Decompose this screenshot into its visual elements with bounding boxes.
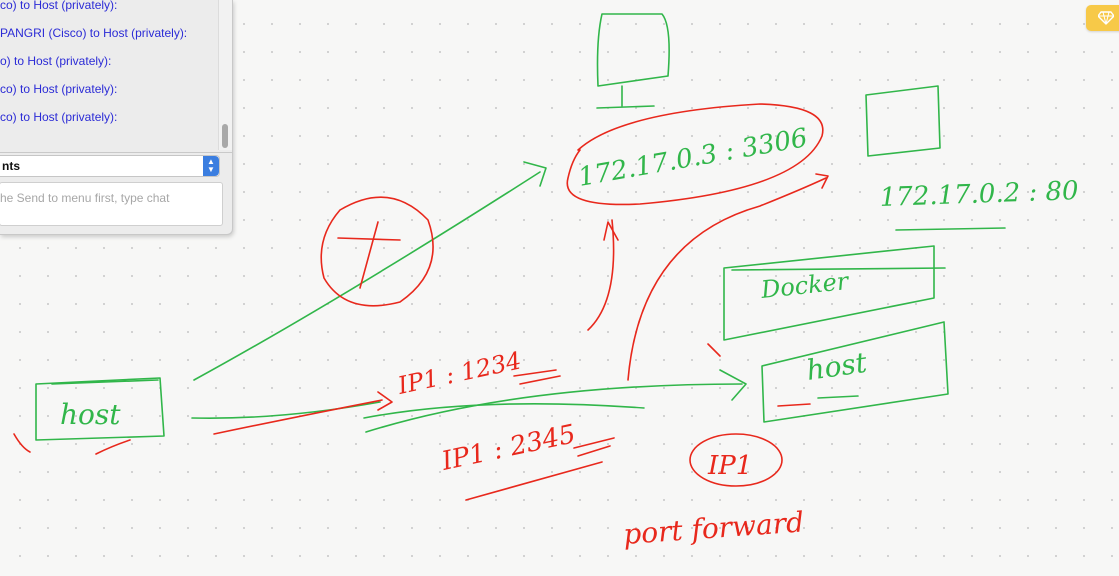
ip-top-ellipse <box>566 103 824 206</box>
port-forward-text: port forward <box>622 505 805 551</box>
divider <box>0 152 232 153</box>
chat-message-input[interactable]: he Send to menu first, type chat <box>0 182 223 226</box>
chat-scrollbar[interactable] <box>218 0 232 150</box>
right-box-sketch <box>865 85 941 157</box>
chat-message-list[interactable]: co) to Host (privately): PANGRI (Cisco) … <box>0 0 218 150</box>
host-right-label-text: host <box>804 346 869 387</box>
ip-right-underline <box>895 227 1006 231</box>
chat-message: PANGRI (Cisco) to Host (privately): <box>0 26 188 40</box>
chat-message: co) to Host (privately): <box>0 110 118 124</box>
arrow-host-to-ip-top <box>193 171 541 381</box>
blocked-circle <box>320 196 434 307</box>
host-left-label-text: host <box>60 398 121 431</box>
recipient-select[interactable]: nts ▲▼ <box>0 155 220 177</box>
recipient-label: nts <box>2 159 20 173</box>
host-right-box-sketch <box>761 321 949 423</box>
chat-message: co) to Host (privately): <box>0 0 118 12</box>
ip1-circle <box>689 433 783 487</box>
chat-message: o) to Host (privately): <box>0 54 112 68</box>
docker-label-text: Docker <box>759 267 851 304</box>
arrow-2345-to-ip-right <box>627 177 827 381</box>
gem-icon <box>1098 11 1114 25</box>
chevron-up-down-icon: ▲▼ <box>203 156 219 176</box>
chat-scrollbar-thumb[interactable] <box>222 124 228 148</box>
monitor-top-sketch <box>596 13 670 109</box>
arrow-host-to-port <box>191 401 381 419</box>
chat-panel: co) to Host (privately): PANGRI (Cisco) … <box>0 0 233 235</box>
ip-top-text: 172.17.0.3 : 3306 <box>576 123 810 193</box>
docker-box-sketch <box>723 245 935 341</box>
ip-2345-text: IP1 : 2345 <box>438 419 578 477</box>
arrow-1234-to-ip-top <box>587 219 615 331</box>
ip1-circle-text: IP1 <box>707 451 752 481</box>
ip-right-text: 172.17.0.2 : 80 <box>879 176 1079 213</box>
gem-button[interactable] <box>1086 5 1119 31</box>
arrow-port-to-host-right <box>365 383 743 433</box>
chat-message: co) to Host (privately): <box>0 82 118 96</box>
chat-input-placeholder: he Send to menu first, type chat <box>0 191 170 205</box>
host-left-box-sketch <box>35 377 165 441</box>
ip-1234-text: IP1 : 1234 <box>394 346 523 400</box>
